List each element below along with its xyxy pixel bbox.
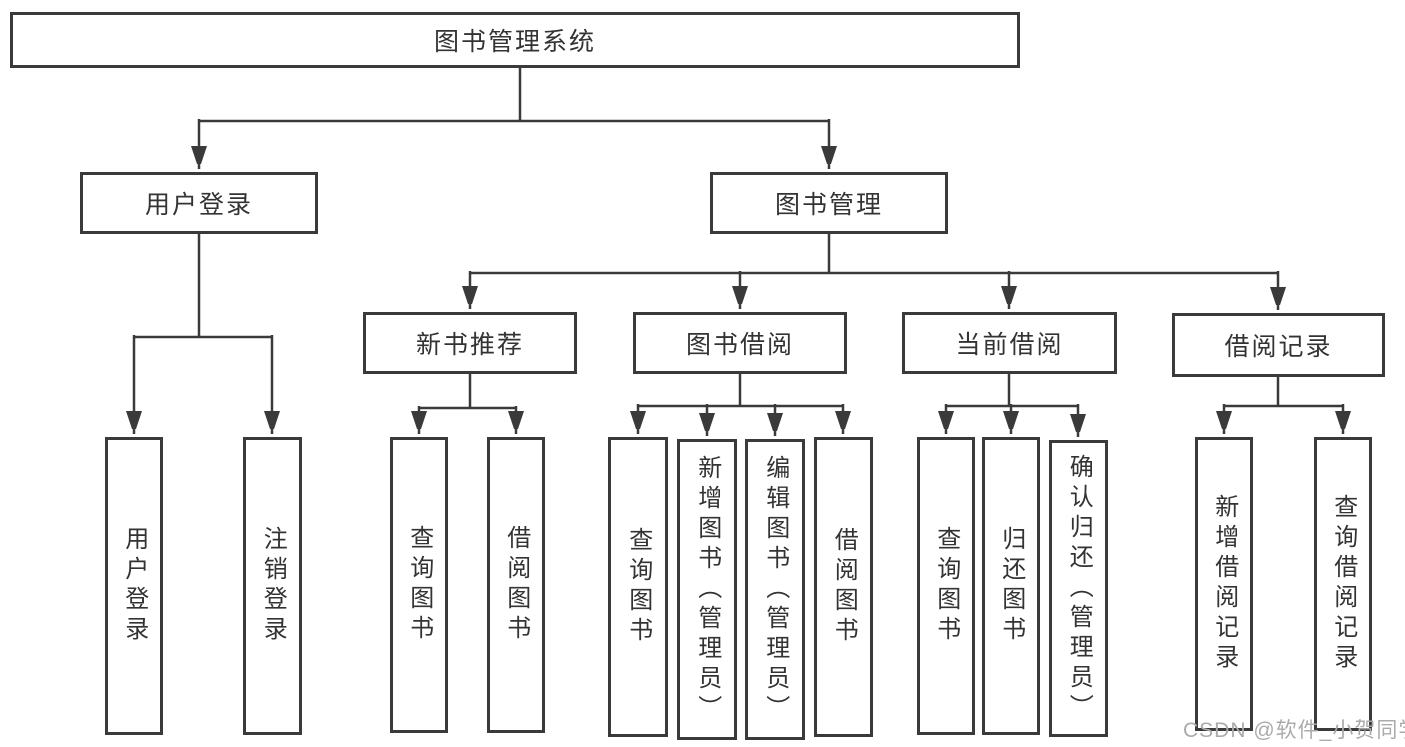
csdn-watermark: CSDN @软件_小贺同学: [1183, 719, 1405, 742]
node-user-login: 用户登录: [105, 437, 163, 735]
node-user-login-group-label: 用户登录: [144, 191, 253, 219]
node-bb-edit-books-admin: 编辑图书（管理员）: [745, 439, 805, 740]
node-bb-query-books: 查询图书: [608, 437, 668, 737]
node-user-login-group: 用户登录: [80, 172, 318, 234]
node-current-borrowing-label: 当前借阅: [955, 331, 1064, 359]
node-cb-query-books-label: 查询图书: [932, 526, 960, 646]
node-cb-confirm-return-admin: 确认归还（管理员）: [1049, 440, 1108, 737]
node-br-query-record-label: 查询借阅记录: [1329, 494, 1357, 674]
node-root-label: 图书管理系统: [433, 28, 596, 56]
node-nb-borrow-books: 借阅图书: [487, 437, 545, 733]
node-nb-query-books: 查询图书: [390, 437, 448, 733]
node-bb-query-books-label: 查询图书: [624, 527, 652, 647]
node-book-borrowing-label: 图书借阅: [685, 331, 794, 359]
node-cb-confirm-return-admin-label: 确认归还（管理员）: [1065, 453, 1093, 724]
node-br-query-record: 查询借阅记录: [1314, 437, 1372, 731]
node-current-borrowing: 当前借阅: [902, 312, 1117, 374]
node-bb-borrow-books-label: 借阅图书: [830, 527, 858, 647]
node-br-add-record-label: 新增借阅记录: [1210, 494, 1238, 674]
node-bb-edit-books-admin-label: 编辑图书（管理员）: [761, 454, 789, 725]
node-borrowing-records: 借阅记录: [1172, 313, 1385, 377]
node-logout: 注销登录: [243, 437, 302, 735]
node-nb-query-books-label: 查询图书: [405, 525, 433, 645]
node-cb-return-books: 归还图书: [982, 437, 1040, 735]
node-logout-label: 注销登录: [259, 526, 287, 646]
node-bb-add-books-admin-label: 新增图书（管理员）: [693, 454, 721, 725]
node-br-add-record: 新增借阅记录: [1195, 437, 1253, 731]
node-bb-borrow-books: 借阅图书: [814, 437, 873, 737]
node-new-book-recommend-label: 新书推荐: [415, 331, 524, 359]
node-book-borrowing: 图书借阅: [633, 312, 847, 374]
node-new-book-recommend: 新书推荐: [363, 312, 577, 374]
node-root: 图书管理系统: [10, 12, 1020, 68]
node-bb-add-books-admin: 新增图书（管理员）: [677, 439, 737, 740]
node-cb-return-books-label: 归还图书: [997, 526, 1025, 646]
node-book-management: 图书管理: [710, 172, 948, 234]
node-nb-borrow-books-label: 借阅图书: [502, 525, 530, 645]
node-book-management-label: 图书管理: [774, 191, 883, 219]
node-borrowing-records-label: 借阅记录: [1224, 333, 1333, 361]
node-user-login-label: 用户登录: [120, 526, 148, 646]
node-cb-query-books: 查询图书: [917, 437, 975, 735]
